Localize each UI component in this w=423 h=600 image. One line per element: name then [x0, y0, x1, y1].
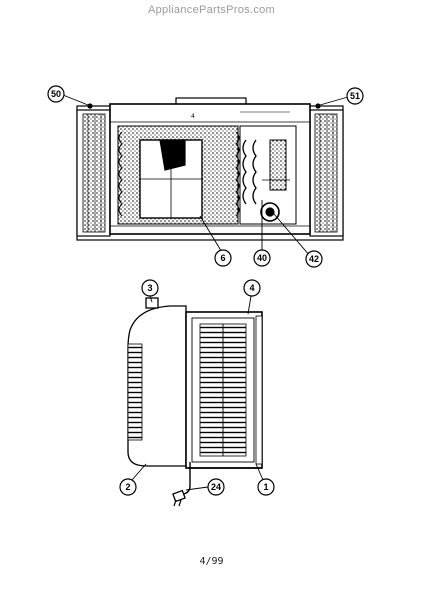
- callout-24: 24: [207, 478, 225, 496]
- callout-4: 4: [243, 279, 261, 297]
- svg-text:4: 4: [249, 283, 254, 293]
- control-box: [269, 139, 287, 191]
- callout-40: 40: [253, 249, 271, 267]
- page-footer-date: 4/99: [199, 556, 224, 567]
- callout-1: 1: [257, 478, 275, 496]
- callout-51: 51: [346, 87, 364, 105]
- bottom-unit-side-view: [127, 297, 263, 507]
- callout-42: 42: [305, 250, 323, 268]
- svg-text:1: 1: [263, 482, 268, 492]
- watermark: AppliancePartsPros.com: [147, 4, 276, 16]
- top-unit-rear-view: 4: [76, 97, 344, 241]
- top-leader-lines: [62, 94, 349, 257]
- callout-2: 2: [119, 478, 137, 496]
- callout-3: 3: [141, 279, 159, 297]
- right-side-curtain: [309, 109, 344, 237]
- left-side-curtain: [76, 109, 111, 237]
- callout-50: 50: [47, 85, 65, 103]
- svg-text:3: 3: [147, 283, 152, 293]
- svg-text:24: 24: [211, 482, 221, 492]
- svg-text:4: 4: [191, 113, 195, 120]
- svg-text:6: 6: [220, 253, 225, 263]
- svg-text:51: 51: [350, 91, 360, 101]
- svg-text:40: 40: [257, 253, 267, 263]
- svg-text:2: 2: [125, 482, 130, 492]
- bottom-leader-lines: [131, 295, 264, 491]
- callout-6: 6: [214, 249, 232, 267]
- top-knob: [145, 297, 159, 309]
- svg-text:50: 50: [51, 89, 61, 99]
- power-plug: [172, 489, 186, 503]
- svg-text:42: 42: [309, 254, 319, 264]
- side-louvers: [127, 343, 143, 441]
- outer-cabinet-shell: [127, 305, 187, 467]
